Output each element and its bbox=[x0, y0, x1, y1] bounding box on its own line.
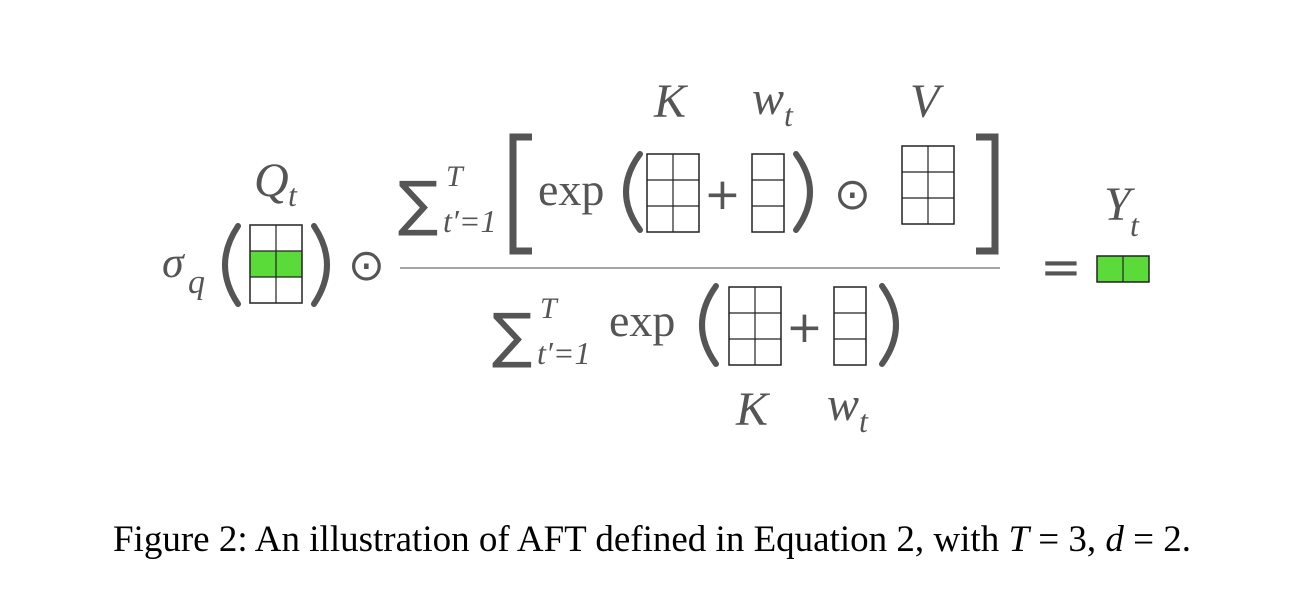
den-sum-lower: t′=1 bbox=[537, 335, 590, 371]
label-y-sub: t bbox=[1130, 207, 1140, 243]
sigma-subscript: q bbox=[188, 264, 205, 301]
den-label-w: w bbox=[827, 378, 859, 431]
num-k-matrix bbox=[646, 153, 700, 233]
den-exp-paren-open bbox=[699, 283, 719, 367]
figure-caption: Figure 2: An illustration of AFT defined… bbox=[0, 518, 1304, 561]
num-plus: + bbox=[704, 169, 741, 220]
num-sum-symbol: ∑ bbox=[398, 169, 438, 239]
den-exp: exp bbox=[609, 295, 675, 346]
num-label-w-sub: t bbox=[784, 97, 794, 133]
equals-sign: = bbox=[1040, 238, 1082, 296]
num-exp: exp bbox=[538, 164, 604, 215]
num-bracket-close bbox=[976, 133, 999, 255]
den-plus: + bbox=[786, 302, 823, 353]
den-label-k: K bbox=[735, 383, 771, 436]
caption-d-var: d bbox=[1105, 519, 1124, 560]
left-paren-open bbox=[222, 223, 241, 307]
q-matrix bbox=[249, 224, 303, 304]
num-odot: ⊙ bbox=[834, 169, 871, 220]
sigma-symbol: σ bbox=[162, 238, 186, 287]
num-v-matrix bbox=[901, 145, 955, 225]
left-paren-close bbox=[311, 223, 330, 307]
num-sum-upper: T bbox=[446, 160, 465, 193]
odot-left: ⊙ bbox=[348, 240, 385, 291]
label-q: Q bbox=[254, 154, 289, 207]
label-y: Y bbox=[1104, 178, 1135, 231]
y-matrix bbox=[1096, 255, 1150, 283]
den-sum-symbol: ∑ bbox=[492, 301, 532, 371]
caption-t-var: T bbox=[1008, 519, 1030, 560]
num-label-w: w bbox=[752, 72, 784, 125]
den-exp-paren-close bbox=[879, 283, 899, 367]
num-exp-paren-open bbox=[623, 151, 643, 233]
label-q-sub: t bbox=[288, 177, 298, 213]
caption-prefix: Figure 2: An illustration of AFT defined… bbox=[112, 519, 1009, 560]
den-k-matrix bbox=[728, 286, 782, 366]
den-sum-upper: T bbox=[540, 292, 559, 325]
caption-eq2: = 2. bbox=[1123, 519, 1192, 560]
den-w-matrix bbox=[833, 286, 867, 366]
num-w-matrix bbox=[751, 153, 785, 233]
den-label-w-sub: t bbox=[859, 403, 869, 439]
num-sum-lower: t′=1 bbox=[443, 203, 496, 239]
num-label-k: K bbox=[653, 75, 689, 128]
caption-eq1: = 3, bbox=[1029, 519, 1106, 560]
num-exp-paren-close bbox=[793, 151, 813, 233]
num-bracket-open bbox=[509, 133, 532, 255]
num-label-v: V bbox=[910, 75, 944, 128]
